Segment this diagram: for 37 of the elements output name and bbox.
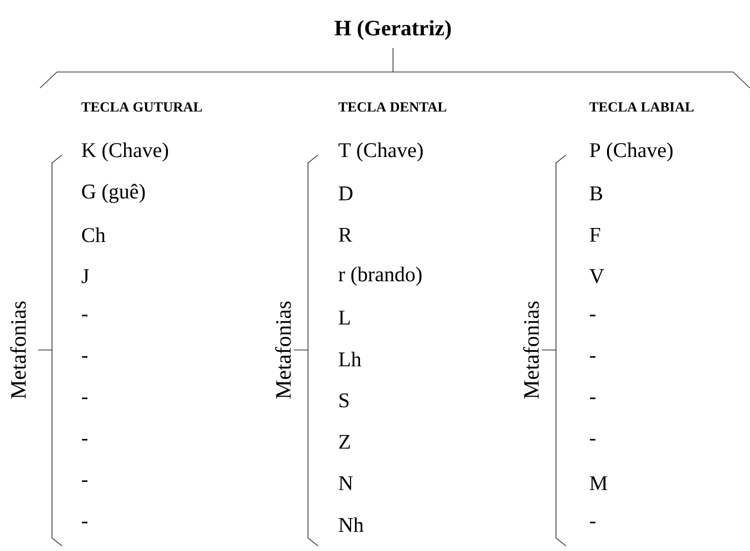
list-item: - <box>82 522 88 524</box>
column-heading: TECLA LABIAL <box>589 102 694 112</box>
list-item: - <box>82 480 88 482</box>
column-heading: TECLA GUTURAL <box>81 102 202 112</box>
list-item: Lh <box>338 352 362 366</box>
list-item: - <box>82 398 88 400</box>
list-item: G (guê) <box>82 184 145 203</box>
list-item: T (Chave) <box>338 142 423 162</box>
list-item: - <box>590 522 596 524</box>
list-item: V <box>589 269 604 284</box>
list-item: Z <box>339 434 350 449</box>
list-item: - <box>590 314 596 316</box>
list-item: - <box>590 438 596 440</box>
list-item: B <box>590 186 602 200</box>
list-item: L <box>338 310 350 324</box>
list-item: P (Chave) <box>590 142 673 162</box>
list-item: S <box>340 393 349 408</box>
list-item: - <box>82 356 88 358</box>
list-item: r (brando) <box>338 266 422 286</box>
list-item: - <box>82 438 88 440</box>
list-item: M <box>590 476 608 490</box>
list-item: Ch <box>82 227 106 242</box>
list-item: D <box>338 186 352 200</box>
bracket-label: Metafonias <box>10 301 26 399</box>
list-item: F <box>590 228 600 242</box>
bracket-label: Metafonias <box>523 301 539 399</box>
list-item: R <box>338 228 352 242</box>
list-item: N <box>338 476 353 490</box>
list-item: - <box>82 314 88 316</box>
list-item: J <box>82 269 89 284</box>
diagram-title: H (Geratriz) <box>334 20 451 40</box>
list-item: - <box>590 356 596 358</box>
list-item: - <box>590 398 596 400</box>
column-heading: TECLA DENTAL <box>338 102 446 112</box>
list-item: K (Chave) <box>82 142 168 162</box>
bracket-label: Metafonias <box>275 301 291 399</box>
list-item: Nh <box>338 517 364 532</box>
